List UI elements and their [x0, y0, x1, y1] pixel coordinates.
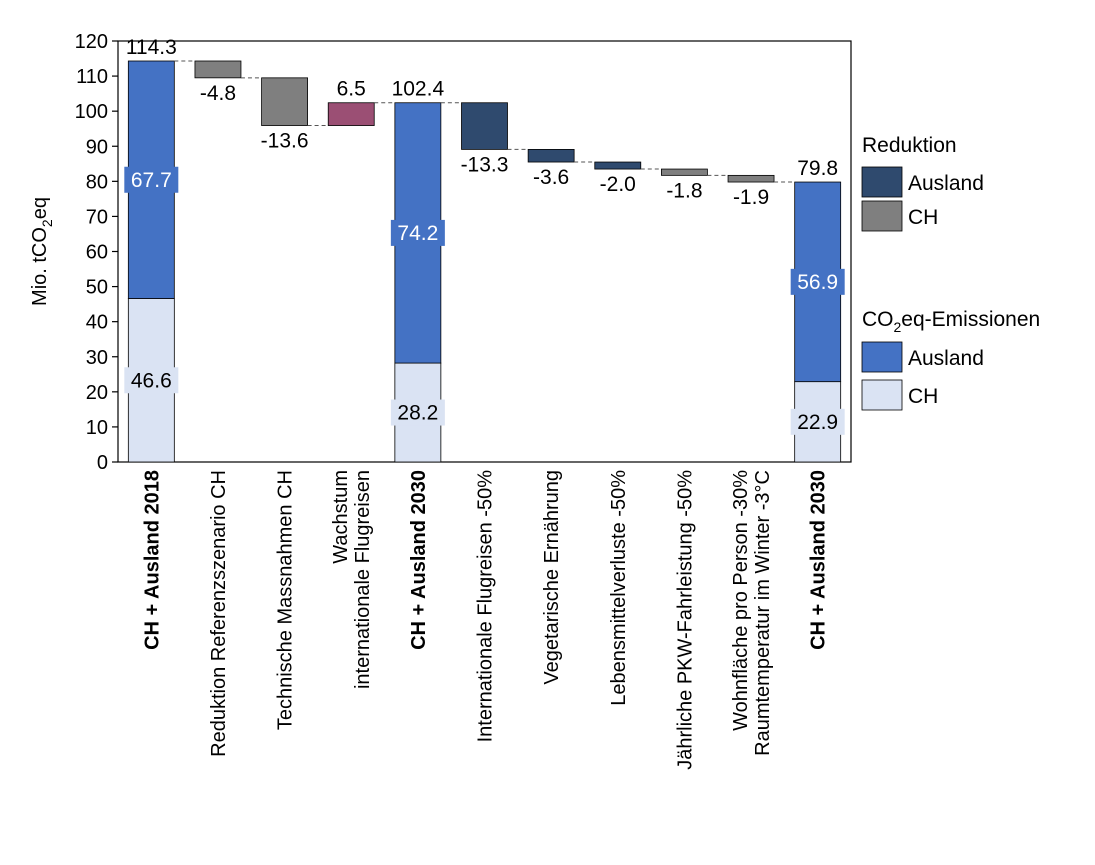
data-label-ch-bg [390, 399, 445, 426]
data-label-ausland: 74.2 [397, 222, 438, 245]
bar-step-ch [661, 168, 708, 176]
bar-step-ausland [594, 161, 642, 170]
legend: ReduktionAuslandCHCO2eq-EmissionenAuslan… [861, 134, 1040, 411]
y-tick-label: 10 [86, 417, 108, 439]
data-label-step: 6.5 [337, 78, 366, 101]
x-category-label: internationale Flugreisen [352, 470, 374, 689]
y-tick-label: 70 [86, 206, 108, 228]
data-label-step: -2.0 [600, 173, 636, 196]
data-label-total: 79.8 [797, 157, 838, 180]
x-category-label: Reduktion Referenzszenario CH [208, 470, 230, 757]
y-tick-label: 20 [86, 382, 108, 404]
y-tick-label: 0 [97, 452, 108, 474]
legend-swatch [861, 379, 903, 411]
data-label-ch: 22.9 [797, 411, 838, 434]
x-category-label: Raumtemperatur im Winter -3°C [752, 470, 774, 756]
bar-step-growth [327, 102, 375, 126]
data-label-total: 102.4 [392, 78, 445, 101]
x-category-label: Vegetarische Ernährung [541, 470, 563, 685]
legend-swatch [861, 341, 903, 373]
x-axis: CH + Ausland 2018 Reduktion Referenzszena… [141, 470, 829, 770]
data-label-ch: 28.2 [397, 402, 438, 425]
bar-step-ausland [527, 149, 575, 163]
legend-label: CH [908, 385, 938, 408]
legend-swatch [861, 200, 903, 232]
y-tick-label: 90 [86, 136, 108, 158]
x-category-label: CH + Ausland 2030 [408, 470, 430, 650]
x-category-label: Wohnfläche pro Person -30% [730, 470, 752, 731]
x-category-label: Jährliche PKW-Fahrleistung -50% [674, 470, 696, 770]
x-category-label: Lebensmittelverluste -50% [608, 470, 630, 706]
y-axis-label: Mio. tCO2eq [29, 197, 55, 306]
legend-swatch [861, 166, 903, 198]
x-category-label: Technische Massnahmen CH [275, 470, 297, 730]
data-label-step: -4.8 [200, 82, 236, 105]
bar-step-ch [727, 174, 775, 183]
data-label-total: 114.3 [126, 36, 177, 59]
bar-step-ausland [461, 102, 508, 150]
y-tick-label: 60 [86, 242, 108, 264]
y-tick-label: 110 [76, 66, 108, 88]
legend-label: Ausland [908, 347, 984, 370]
y-tick-label: 80 [86, 171, 108, 193]
data-label-ausland: 56.9 [797, 271, 838, 294]
connectors [174, 60, 795, 183]
data-label-ch: 46.6 [131, 369, 172, 392]
legend-label: Ausland [908, 172, 984, 195]
bar-step-ch [194, 60, 242, 79]
x-category-label: Internationale Flugreisen -50% [475, 470, 497, 743]
y-tick-label: 100 [75, 101, 108, 123]
y-tick-label: 40 [86, 312, 108, 334]
y-tick-label: 120 [75, 31, 108, 53]
data-label-ausland-bg [790, 268, 845, 295]
data-label-ausland-bg [124, 166, 179, 193]
data-label-ch-bg [790, 408, 845, 435]
x-category-label: Wachstum [330, 470, 352, 564]
data-label-step: -13.3 [461, 153, 509, 176]
legend-title-emissionen: CO2eq-Emissionen [862, 308, 1040, 335]
data-label-ausland: 67.7 [131, 169, 172, 192]
data-label-ch-bg [124, 367, 179, 394]
x-category-label: CH + Ausland 2030 [808, 470, 830, 650]
data-label-step: -1.8 [666, 179, 702, 202]
data-label-step: -13.6 [261, 130, 309, 153]
legend-title-reduktion: Reduktion [862, 134, 957, 157]
data-labels: 46.6 67.7 114.3 28.2 74.2 102.4 22.9 56.9 79.8 -4… [124, 36, 845, 435]
data-label-step: -3.6 [533, 166, 569, 189]
legend-label: CH [908, 206, 938, 229]
y-tick-label: 30 [86, 347, 108, 369]
data-label-step: -1.9 [733, 186, 769, 209]
bar-step-ch [261, 77, 308, 126]
data-label-ausland-bg [390, 219, 445, 246]
y-tick-label: 50 [86, 277, 108, 299]
x-category-label: CH + Ausland 2018 [141, 470, 163, 650]
bars [127, 60, 842, 463]
